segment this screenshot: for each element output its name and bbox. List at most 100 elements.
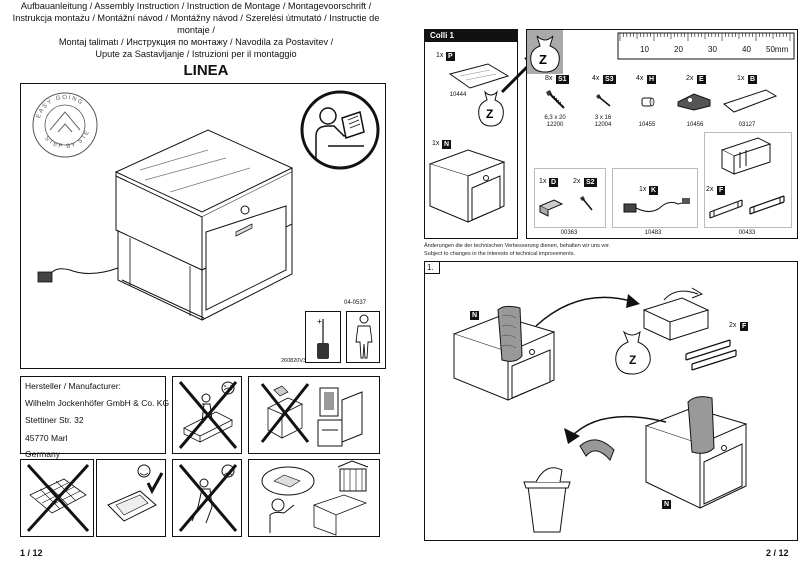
light-cable-k-part xyxy=(623,198,690,213)
code-top: 04-0537 xyxy=(344,300,367,306)
part-qty: 2x xyxy=(686,75,694,82)
zip-bag-large-icon: Z xyxy=(527,30,563,74)
leg-frame-f-part xyxy=(709,195,785,219)
part-code: 00363 xyxy=(560,230,578,236)
part-code: 12200 xyxy=(546,122,564,128)
reading-person-icon xyxy=(300,90,380,170)
step-number: 1. xyxy=(427,263,434,272)
screw-s2-part xyxy=(580,196,593,211)
part-group-d-s2 xyxy=(534,168,606,228)
step-part-label: N xyxy=(662,500,672,509)
part-letter: S3 xyxy=(603,75,616,84)
disposal-box xyxy=(248,459,380,537)
step-number-box xyxy=(424,261,440,274)
title-line: Instrukcja montażu / Montážní návod / Mo… xyxy=(12,13,380,35)
part-code: 10455 xyxy=(638,122,656,128)
part-letter: D xyxy=(549,178,559,187)
step-1-box xyxy=(424,261,798,541)
part-qty: 8x xyxy=(545,75,553,82)
colli-label: Colli 1 xyxy=(430,31,455,40)
step-part-label: N xyxy=(470,311,480,320)
connector-e-part xyxy=(677,93,711,111)
part-letter: E xyxy=(697,75,706,84)
title-line: Upute za Sastavljanje / Istruzioni per i… xyxy=(95,49,297,59)
step-part-qty: 2x xyxy=(729,322,737,329)
glass-plate-part xyxy=(448,63,510,89)
manufacturer-heading: Hersteller / Manufacturer: xyxy=(25,381,121,391)
manufacturer-info: Hersteller / Manufacturer: Wilhelm Jocke… xyxy=(25,378,169,461)
ruler-tick-label: 30 xyxy=(708,45,717,54)
badge-top-text: EASY GOING xyxy=(36,95,83,119)
manufacturer-line: 45770 Marl xyxy=(25,433,68,443)
no-climbing-icon xyxy=(178,381,238,449)
part-letter: F xyxy=(717,186,726,195)
part-code: 12004 xyxy=(594,122,612,128)
ruler-tick-label: 50mm xyxy=(766,45,789,54)
warning-box-no-stacking xyxy=(248,376,380,454)
soft-surface-ok-icon xyxy=(107,464,164,522)
part-code: 03127 xyxy=(738,122,756,128)
ruler-tick-label: 40 xyxy=(742,45,751,54)
zip-bag-icon: Z xyxy=(478,90,504,127)
part-size: 6,3 x 20 xyxy=(544,115,566,121)
colli-header-bar xyxy=(425,30,517,42)
part-code: 10456 xyxy=(686,122,704,128)
manufacturer-line: Stettiner Str. 32 xyxy=(25,415,84,425)
no-overload-icon xyxy=(260,383,363,447)
zip-bag-letter: Z xyxy=(539,52,547,67)
no-rough-surface-icon xyxy=(26,463,90,533)
page-number-left: 1 / 12 xyxy=(20,548,43,558)
colli-box xyxy=(424,29,518,239)
page-number-right: 2 / 12 xyxy=(766,548,789,558)
ok-box-soft-surface xyxy=(96,459,166,537)
part-qty: 1x xyxy=(539,178,547,185)
measurement-ruler xyxy=(617,32,795,60)
instruction-title-lines: Aufbauanleitung / Assembly Instruction /… xyxy=(0,0,392,60)
part-letter: S2 xyxy=(584,178,597,187)
nightstand-illustration xyxy=(37,129,294,321)
cabinet-body-part xyxy=(428,149,506,223)
one-person-icon xyxy=(355,314,373,359)
screwdriver-icon: + xyxy=(317,317,329,359)
part-qty: 1x xyxy=(436,52,444,59)
zip-bag-letter: Z xyxy=(486,107,493,121)
title-line: Aufbauanleitung / Assembly Instruction /… xyxy=(20,1,372,11)
warning-box-one-person xyxy=(172,459,242,537)
svg-text:+: + xyxy=(317,317,322,326)
part-letter: H xyxy=(647,75,657,84)
part-qty: 1x xyxy=(737,75,745,82)
part-qty: 2x xyxy=(706,186,714,193)
ruler-tick-label: 10 xyxy=(640,45,649,54)
screw-s1-part xyxy=(546,90,565,109)
warning-box-no-climbing xyxy=(172,376,242,454)
part-code: 10483 xyxy=(644,230,662,236)
manufacturer-box xyxy=(20,376,166,454)
part-code: 10444 xyxy=(449,92,467,98)
part-letter: B xyxy=(748,75,758,84)
step-part-label: F xyxy=(740,322,749,331)
unpacking-disposal-icon xyxy=(261,460,369,536)
main-illustration-frame xyxy=(20,83,386,369)
code-bottom: 260820V3 xyxy=(281,358,307,364)
screw-s3-part xyxy=(596,94,611,107)
change-notice-en: Subject to changes in the interests of t… xyxy=(424,251,576,257)
change-notice-de: Änderungen die der technischen Verbesser… xyxy=(424,243,611,249)
manufacturer-line: Germany xyxy=(25,449,60,459)
screwdriver-box xyxy=(305,311,341,363)
board-b-part xyxy=(722,89,778,113)
step-bag-letter: Z xyxy=(629,353,637,367)
part-letter: P xyxy=(446,52,455,61)
part-qty: 1x xyxy=(432,140,440,147)
no-single-lift-icon xyxy=(178,464,238,532)
title-line: Montaj talimatı / Инструкция по монтажу … xyxy=(58,37,334,47)
step-1-illustration xyxy=(452,287,748,533)
frame-drawing xyxy=(720,137,772,175)
part-qty: 4x xyxy=(592,75,600,82)
part-group-f xyxy=(704,132,792,228)
part-group-k xyxy=(612,168,698,228)
ruler-tick-label: 20 xyxy=(674,45,683,54)
person-count-box xyxy=(346,311,380,363)
bracket-d-part xyxy=(538,199,564,217)
part-letter: S1 xyxy=(556,75,569,84)
part-size: 3 x 16 xyxy=(594,115,612,121)
